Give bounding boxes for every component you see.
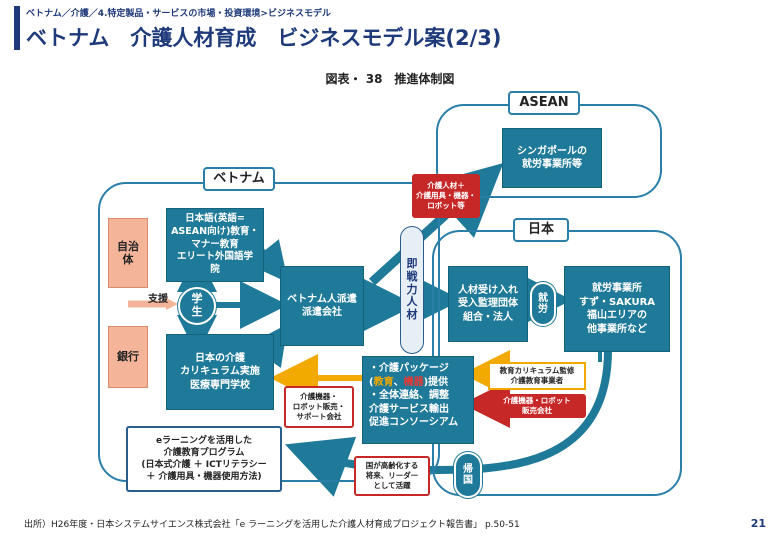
to-asean-red-box: 介護人材＋ 介護用具・機器・ ロボット等 xyxy=(412,174,480,218)
package-line4: 介護サービス輸出 xyxy=(369,403,449,415)
region-label-vietnam: ベトナム xyxy=(203,167,275,191)
page-title: ベトナム 介護人材育成 ビジネスモデル案(2/3) xyxy=(26,26,502,50)
region-label-asean: ASEAN xyxy=(508,91,580,115)
region-label-japan: 日本 xyxy=(513,218,569,242)
future-leader-red-box: 国が高齢化する 将来、リーダー として活躍 xyxy=(354,456,430,496)
page-number: 21 xyxy=(750,517,766,530)
curriculum-yellow-box: 教育カリキュラム監修 介護教育事業者 xyxy=(488,362,586,390)
package-line2: (教育、機器)提供 xyxy=(369,376,448,390)
language-school-box: 日本語(英語= ASEAN向け)教育・ マナー教育 エリート外国語学 院 xyxy=(166,208,264,282)
language-to-dispatch-arrow xyxy=(247,239,289,283)
kikoku-circle: 帰 国 xyxy=(454,452,482,498)
singapore-box: シンガポールの 就労事業所等 xyxy=(502,128,602,188)
title-accent-bar xyxy=(14,6,20,50)
support-label: 支援 xyxy=(148,294,168,305)
care-school-box: 日本の介護 カリキュラム実施 医療専門学校 xyxy=(166,334,274,410)
care-package-box: ・介護パッケージ (教育、機器)提供 ・全体連絡、調整 介護サービス輸出 促進コ… xyxy=(362,356,474,444)
package-device: 機器 xyxy=(403,376,424,388)
source-note: 出所）H26年度・日本システムサイエンス株式会社「e ラーニングを活用した介護人… xyxy=(24,520,520,530)
workplace-box: 就労事業所 すず・SAKURA 福山エリアの 他事業所など xyxy=(564,266,670,352)
package-line1: ・介護パッケージ xyxy=(369,363,449,374)
shuro-circle: 就 労 xyxy=(530,282,556,326)
figure-title: 図表・ 38 推進体制図 xyxy=(325,72,455,86)
elearning-callout: eラーニングを活用した 介護教育プログラム (日本式介護 ＋ ICTリテラシー … xyxy=(126,426,282,492)
jichitai-box: 自治 体 xyxy=(108,218,148,288)
device-sales-red-box: 介護機器・ロボット 販売会社 xyxy=(488,394,586,418)
package-sep: 、 xyxy=(393,376,404,388)
bank-box: 銀行 xyxy=(108,326,148,388)
sales-support-red-box: 介護機器・ ロボット販売・ サポート会社 xyxy=(284,386,354,428)
package-line5: 促進コンソーシアム xyxy=(369,417,459,428)
student-circle: 学 生 xyxy=(178,287,216,325)
receiving-org-box: 人材受け入れ 受入監理団体 組合・法人 xyxy=(448,266,528,342)
package-tail: )提供 xyxy=(423,376,449,388)
package-line3: ・全体連絡、調整 xyxy=(369,390,449,401)
dispatch-company-box: ベトナム人派遣 派遣会社 xyxy=(280,266,364,346)
package-paren-open: ( xyxy=(369,376,374,388)
breadcrumb: ベトナム／介護／4.特定製品・サービスの市場・投資環境>ビジネスモデル xyxy=(26,9,331,19)
package-edu: 教育 xyxy=(373,376,394,388)
sokusenryoku-pill: 即 戦 力 人 材 xyxy=(400,226,424,354)
